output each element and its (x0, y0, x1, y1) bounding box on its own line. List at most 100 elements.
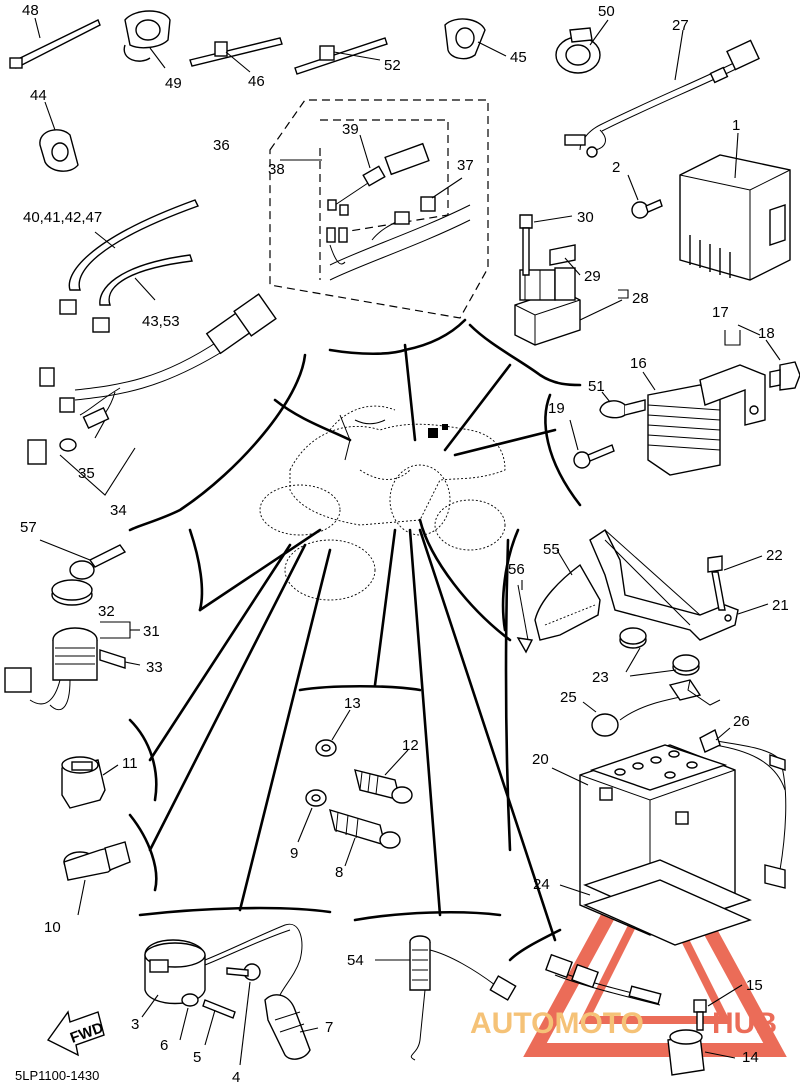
watermark-triangle (523, 815, 787, 1057)
callout-44: 44 (30, 87, 47, 104)
callout-55: 55 (543, 541, 560, 558)
callout-45: 45 (510, 49, 527, 66)
cdi-unit-1 (679, 132, 791, 281)
callout-23: 23 (592, 669, 609, 686)
cap-33 (99, 649, 141, 669)
callout-33: 33 (146, 659, 163, 676)
callout-18: 18 (758, 325, 775, 342)
callout-6: 6 (160, 1037, 168, 1054)
callout-49: 49 (165, 75, 182, 92)
battery-bracket-21 (589, 528, 769, 641)
callout-51: 51 (588, 378, 605, 395)
callout-20: 20 (532, 751, 549, 768)
starter-relay-28 (514, 267, 623, 346)
callout-50: 50 (598, 3, 615, 20)
callout-32: 32 (98, 603, 115, 620)
callout-15: 15 (746, 977, 763, 994)
battery-band-24 (559, 859, 752, 946)
relay-cover-29 (549, 244, 581, 276)
callout-9: 9 (290, 845, 298, 862)
switch-10 (63, 841, 131, 916)
ignition-coil-3 (141, 923, 303, 1018)
callout-39: 39 (342, 121, 359, 138)
watermark-logo: AUTOMOTO HUB (470, 815, 787, 1057)
bolt-4 (226, 963, 261, 1066)
callout-8: 8 (335, 864, 343, 881)
switch-12 (354, 749, 413, 804)
bolt-5 (202, 999, 236, 1046)
callout-10: 10 (44, 919, 61, 936)
cable-tie-46 (189, 37, 283, 73)
washer-6 (179, 993, 199, 1041)
callout-4: 4 (232, 1069, 240, 1086)
negative-lead-25 (582, 679, 721, 737)
callout-21: 21 (772, 597, 789, 614)
cable-tie-40 (59, 199, 199, 315)
callout-38: 38 (268, 161, 285, 178)
callout-17: 17 (712, 304, 729, 321)
harness-group-box (269, 99, 489, 319)
bolt-22 (707, 555, 763, 611)
clamp-45 (444, 18, 507, 60)
callout-52: 52 (384, 57, 401, 74)
clamp-50 (555, 19, 609, 74)
rectifier-regulator-16 (642, 364, 766, 476)
washer-13 (315, 709, 351, 757)
callout-13: 13 (344, 695, 361, 712)
switch-8 (329, 808, 401, 867)
callout-3: 3 (131, 1016, 139, 1033)
callout-labels: 48 49 46 52 45 50 27 44 1 36 39 38 37 2 … (20, 2, 789, 1086)
callout-28: 28 (632, 290, 649, 307)
callout-19: 19 (548, 400, 565, 417)
watermark-text-right: HUB (712, 1007, 777, 1040)
callout-29: 29 (584, 268, 601, 285)
callout-31: 31 (143, 623, 160, 640)
callout-2: 2 (612, 159, 620, 176)
callout-43: 43,53 (142, 313, 180, 330)
main-switch-31 (4, 621, 140, 711)
callout-1: 1 (732, 117, 740, 134)
callout-48: 48 (22, 2, 39, 19)
cover-55 (534, 549, 601, 641)
callout-7: 7 (325, 1019, 333, 1036)
clamp-49 (123, 10, 171, 69)
callout-37: 37 (457, 157, 474, 174)
bolt-19 (569, 419, 615, 469)
sensor-54 (375, 935, 517, 1061)
switch-11 (61, 756, 119, 809)
switch-14 (545, 953, 736, 1076)
callout-35: 35 (78, 465, 95, 482)
cable-tie-52 (294, 37, 388, 75)
clamp-44 (39, 101, 79, 172)
callout-54: 54 (347, 952, 364, 969)
cable-tie-43 (92, 254, 193, 333)
watermark-text-left: AUTOMOTO (470, 1007, 644, 1040)
atv-outline (259, 405, 506, 601)
callout-27: 27 (672, 17, 689, 34)
grommet-23 (619, 627, 700, 677)
callout-12: 12 (402, 737, 419, 754)
positive-lead-26 (699, 727, 787, 889)
callout-16: 16 (630, 355, 647, 372)
fwd-arrow: FWD (46, 1010, 106, 1057)
callout-40: 40,41,42,47 (23, 209, 102, 226)
ring-32 (51, 579, 93, 606)
diagram-code: 5LP1100-1430 (15, 1068, 99, 1083)
callout-57: 57 (20, 519, 37, 536)
washer-9 (297, 789, 327, 843)
callout-25: 25 (560, 689, 577, 706)
screw-15 (693, 984, 743, 1031)
callout-56: 56 (508, 561, 525, 578)
callout-24: 24 (533, 876, 550, 893)
callout-46: 46 (248, 73, 265, 90)
sub-harness-27 (564, 29, 760, 158)
bolt-30 (519, 214, 573, 276)
callout-5: 5 (193, 1049, 201, 1066)
callout-14: 14 (742, 1049, 759, 1066)
plug-cap-7 (264, 994, 319, 1060)
cable-tie-48 (9, 17, 101, 69)
callout-22: 22 (766, 547, 783, 564)
wire-harness-34 (27, 293, 277, 496)
nut-18 (765, 339, 800, 391)
